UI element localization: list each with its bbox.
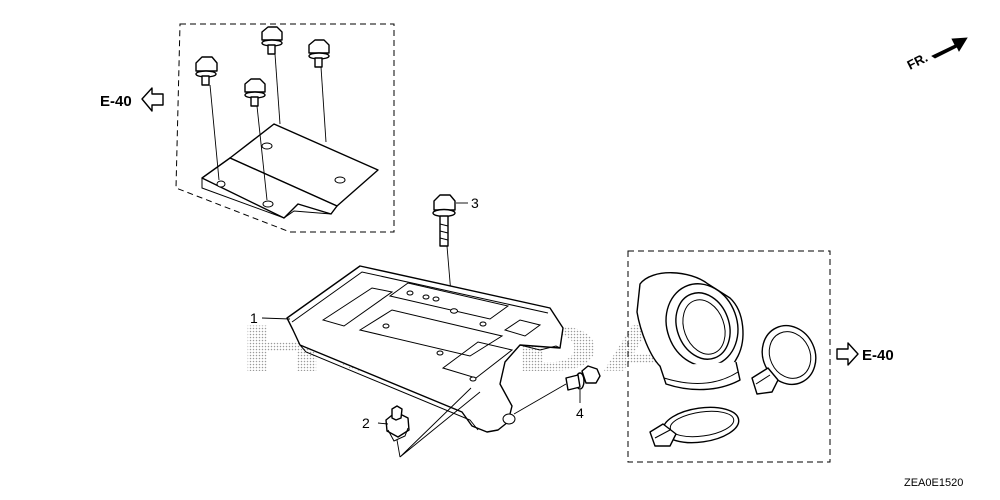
plate-hole [436, 350, 444, 356]
callout-2-leader [377, 422, 389, 425]
front-direction-label: FR. [905, 50, 930, 73]
plate-hole [406, 290, 414, 296]
bolt-guide-line [513, 383, 567, 415]
ref-label-left: E-40 [100, 93, 132, 110]
hose-kit-group [627, 250, 831, 463]
bolt-guide-line [256, 105, 268, 201]
main-bracket-plate [286, 265, 564, 433]
plate-hole [469, 376, 477, 382]
plate-hole [450, 308, 458, 314]
bolt-guide-line [320, 66, 327, 143]
hose-clamp-upper [751, 324, 817, 395]
hollow-arrow-left [141, 87, 164, 112]
air-hose-elbow [636, 272, 744, 391]
hollow-arrow-right [836, 342, 859, 366]
hose-box-outline [627, 250, 831, 463]
drawing-code: ZEA0E1520 [904, 477, 963, 489]
ref-label-right: E-40 [862, 347, 894, 364]
plate-hole [432, 296, 440, 302]
plate-recess [503, 319, 542, 337]
plate-hole [422, 294, 430, 300]
long-bolt [432, 194, 456, 247]
plate-top-rim [291, 271, 549, 323]
upper-kit-group [175, 23, 395, 233]
callout-3: 3 [471, 195, 479, 211]
callout-1-leader [261, 317, 291, 320]
bolt-guide-line [209, 84, 220, 181]
upper-bracket-hole [262, 200, 274, 208]
plate-mount-hole [502, 413, 516, 425]
plate-recess [358, 309, 504, 357]
callout-4: 4 [576, 405, 584, 421]
retaining-clip [385, 405, 410, 442]
plate-hole [382, 323, 390, 329]
callout-1: 1 [250, 310, 258, 326]
plate-rim [299, 344, 479, 431]
plate-rim [519, 344, 561, 351]
callout-2: 2 [362, 415, 370, 431]
flange-bolt [195, 56, 218, 86]
plate-body [286, 265, 564, 433]
flange-bolt-4 [565, 365, 601, 391]
upper-bracket-hole [216, 180, 226, 188]
clip-guide-lines [396, 387, 481, 458]
upper-bracket-edge [201, 178, 338, 219]
plate-hole [479, 321, 487, 327]
hose-clamp-lower [649, 406, 740, 447]
bolt-guide-line [274, 53, 281, 125]
plate-recess [321, 287, 394, 327]
kit-box-outline [175, 23, 395, 233]
plate-recess [441, 341, 514, 379]
flange-bolt [261, 26, 283, 55]
flange-bolt [308, 39, 330, 68]
front-direction-arrow [931, 37, 968, 59]
upper-bracket-hole [261, 142, 273, 150]
flange-bolt [244, 78, 266, 107]
upper-bracket-hole [334, 176, 346, 184]
